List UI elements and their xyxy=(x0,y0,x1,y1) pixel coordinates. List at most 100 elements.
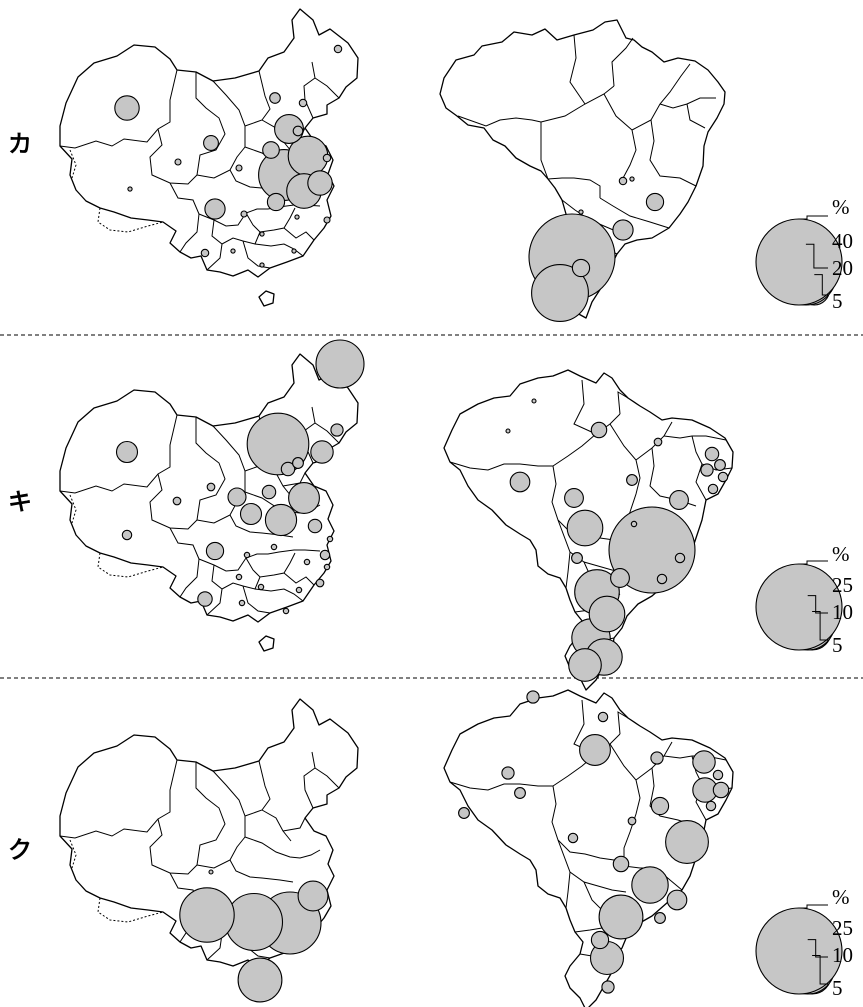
legend-value-medium: 20 xyxy=(832,256,853,280)
china-bubble xyxy=(330,423,344,437)
legend-leader xyxy=(812,611,828,641)
legend-value-small: 5 xyxy=(832,633,843,657)
panel-label: カ xyxy=(8,130,32,158)
brazil-bubble xyxy=(626,474,638,486)
china-bubble xyxy=(174,158,182,166)
legend: % 25 10 5 xyxy=(755,542,853,657)
china-bubble xyxy=(303,558,311,566)
china-bubble xyxy=(114,95,140,121)
china-bubble xyxy=(307,518,323,534)
china-bubble xyxy=(224,892,284,952)
brazil-bubble xyxy=(700,463,714,477)
china-bubble xyxy=(280,461,296,477)
brazil-bubble xyxy=(566,509,604,547)
brazil-bubble xyxy=(579,734,611,766)
china-bubble xyxy=(239,502,263,526)
china-bubble xyxy=(326,535,334,543)
china-bubble xyxy=(261,484,277,500)
brazil-bubble xyxy=(612,855,630,873)
china-bubble xyxy=(298,98,308,108)
legend-leader xyxy=(799,560,828,565)
brazil-bubble xyxy=(514,787,526,799)
brazil-bubble xyxy=(571,552,583,564)
brazil-bubble xyxy=(665,820,709,864)
china-bubble xyxy=(172,496,182,506)
brazil-bubble xyxy=(564,488,584,508)
china-bubble xyxy=(333,44,343,54)
brazil-bubble xyxy=(531,264,589,322)
china-bubble xyxy=(294,214,300,220)
brazil-bubble xyxy=(627,816,637,826)
china-bubble xyxy=(243,551,251,559)
china-bubble xyxy=(237,957,283,1003)
bubble-layer xyxy=(179,690,730,1003)
brazil-bubble xyxy=(630,520,638,528)
brazil-bubble xyxy=(669,490,689,510)
legend-leader xyxy=(812,955,828,985)
china-bubble xyxy=(259,231,265,237)
china-bubble xyxy=(203,135,219,151)
china-bubble xyxy=(295,586,303,594)
china-bubble xyxy=(262,141,280,159)
legend-circle xyxy=(755,218,843,306)
brazil-bubble xyxy=(571,258,591,278)
brazil-bubble xyxy=(590,930,610,950)
legend-value-large: 25 xyxy=(832,573,853,597)
brazil-bubble xyxy=(612,219,634,241)
legend-value-medium: 10 xyxy=(832,600,853,624)
brazil-bubble xyxy=(590,421,608,439)
brazil-bubble xyxy=(610,568,630,588)
china-bubble xyxy=(315,339,365,389)
china-bubble xyxy=(115,440,139,464)
china-bubble xyxy=(127,186,133,192)
china-bubble xyxy=(257,583,265,591)
brazil-bubble xyxy=(631,866,669,904)
china-bubble xyxy=(235,164,243,172)
china-bubble xyxy=(259,262,265,268)
china-bubble xyxy=(208,869,214,875)
brazil-bubble xyxy=(707,483,719,495)
panel-label: キ xyxy=(8,488,32,516)
brazil-bubble xyxy=(458,807,470,819)
legend: % 40 20 5 xyxy=(755,195,853,313)
brazil-bubble xyxy=(653,437,663,447)
china-bubble xyxy=(266,192,286,212)
china-bubble xyxy=(121,529,133,541)
panel-ki: キ % 25 10 5 xyxy=(8,339,853,691)
china-bubble xyxy=(197,591,213,607)
china-bubble xyxy=(200,248,210,258)
brazil-bubble xyxy=(526,690,540,704)
legend-circle xyxy=(755,907,843,995)
legend-value-small: 5 xyxy=(832,289,843,313)
bubble-layer xyxy=(114,44,665,322)
brazil-bubble xyxy=(650,751,664,765)
china-bubble xyxy=(230,248,236,254)
brazil-bubble xyxy=(666,889,688,911)
brazil-bubble xyxy=(704,446,720,462)
brazil-bubble xyxy=(568,648,602,682)
china-bubble xyxy=(297,880,329,912)
china-bubble xyxy=(292,457,304,469)
china-bubble xyxy=(282,607,290,615)
legend-leader xyxy=(807,939,828,958)
china-bubble xyxy=(204,198,226,220)
brazil-bubble xyxy=(717,471,729,483)
china-bubble xyxy=(269,92,281,104)
brazil-bubble xyxy=(714,459,726,471)
china-map xyxy=(59,698,359,997)
china-bubble xyxy=(323,563,331,571)
china-bubble xyxy=(206,482,216,492)
brazil-bubble xyxy=(645,192,665,212)
china-bubble xyxy=(235,573,243,581)
brazil-bubble xyxy=(654,912,666,924)
bubble-layer xyxy=(115,339,729,682)
panel-label: ク xyxy=(8,836,32,864)
brazil-bubble xyxy=(567,832,579,844)
brazil-bubble xyxy=(588,595,626,633)
brazil-bubble xyxy=(712,781,730,799)
legend-value-medium: 10 xyxy=(832,943,853,967)
brazil-bubble xyxy=(618,176,628,186)
legend-value-large: 25 xyxy=(832,916,853,940)
legend-unit: % xyxy=(832,885,850,909)
legend-value-large: 40 xyxy=(832,229,853,253)
